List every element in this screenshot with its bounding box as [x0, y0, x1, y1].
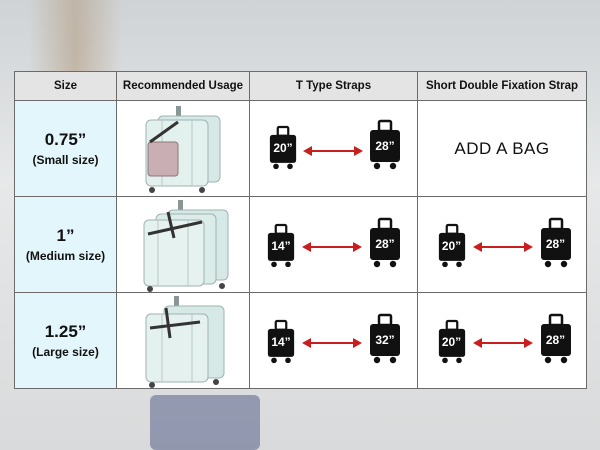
- double-arrow-icon: [301, 145, 365, 157]
- suitcase-size-label: 28”: [375, 236, 395, 251]
- table-row: 0.75” (Small size) 20” 28”: [14, 100, 587, 197]
- size-cell: 0.75” (Small size): [14, 100, 117, 197]
- size-range: 20” 28”: [420, 297, 585, 385]
- luggage-stack-image: [118, 294, 248, 388]
- suitcase-icon: 32”: [369, 313, 401, 365]
- size-value: 1.25”: [44, 321, 87, 341]
- luggage-stack-image: [118, 198, 248, 292]
- size-range: 20” 28”: [420, 201, 585, 289]
- suitcase-icon: 14”: [267, 223, 295, 269]
- suitcase-size-label: 28”: [545, 236, 566, 251]
- t-type-cell: 14” 28”: [249, 196, 418, 293]
- suitcase-icon: 28”: [369, 119, 401, 171]
- suitcase-icon: 28”: [540, 217, 572, 269]
- t-type-cell: 14” 32”: [249, 292, 418, 389]
- suitcase-size-label: 14”: [271, 334, 291, 349]
- suitcase-icon: 28”: [540, 313, 572, 365]
- size-name: (Small size): [32, 152, 99, 167]
- header-size: Size: [14, 71, 117, 101]
- suitcase-size-label: 32”: [375, 332, 395, 347]
- size-value: 1”: [56, 225, 75, 245]
- suitcase-icon: 28”: [369, 217, 401, 269]
- double-strap-cell: 20” 28”: [417, 196, 587, 293]
- header-recommended-usage: Recommended Usage: [116, 71, 250, 101]
- double-strap-cell: 20” 28”: [417, 292, 587, 389]
- table-row: 1” (Medium size) 14” 28”: [14, 196, 587, 293]
- suitcase-icon: 20”: [438, 223, 466, 269]
- suitcase-size-label: 20”: [273, 140, 293, 155]
- suitcase-size-label: 20”: [441, 238, 462, 253]
- suitcase-icon: 20”: [269, 125, 297, 171]
- size-cell: 1” (Medium size): [14, 196, 117, 293]
- suitcase-size-label: 28”: [375, 138, 395, 153]
- background-suitcase: [150, 395, 260, 450]
- suitcase-icon: 20”: [438, 319, 466, 365]
- table-row: 1.25” (Large size) 14” 32”: [14, 292, 587, 389]
- header-t-type-straps: T Type Straps: [249, 71, 418, 101]
- size-value: 0.75”: [44, 129, 87, 149]
- header-short-double-fixation-strap: Short Double Fixation Strap: [417, 71, 587, 101]
- size-range: 14” 28”: [251, 201, 416, 289]
- suitcase-size-label: 14”: [271, 238, 291, 253]
- strap-size-table: Size Recommended Usage T Type Straps Sho…: [14, 71, 587, 389]
- suitcase-size-label: 20”: [441, 334, 462, 349]
- double-strap-cell: ADD A BAG: [417, 100, 587, 197]
- double-arrow-icon: [470, 241, 536, 253]
- double-arrow-icon: [470, 337, 536, 349]
- size-name: (Large size): [32, 344, 99, 359]
- size-cell: 1.25” (Large size): [14, 292, 117, 389]
- suitcase-size-label: 28”: [545, 332, 566, 347]
- luggage-stack-image: [118, 102, 248, 196]
- double-arrow-icon: [299, 337, 365, 349]
- size-name: (Medium size): [25, 248, 106, 263]
- size-range: 20” 28”: [251, 105, 416, 193]
- usage-cell: [116, 100, 250, 197]
- size-range: 14” 32”: [251, 297, 416, 385]
- suitcase-icon: 14”: [267, 319, 295, 365]
- add-a-bag-text: ADD A BAG: [454, 138, 550, 158]
- t-type-cell: 20” 28”: [249, 100, 418, 197]
- usage-cell: [116, 196, 250, 293]
- usage-cell: [116, 292, 250, 389]
- header-row: Size Recommended Usage T Type Straps Sho…: [14, 71, 587, 101]
- double-arrow-icon: [299, 241, 365, 253]
